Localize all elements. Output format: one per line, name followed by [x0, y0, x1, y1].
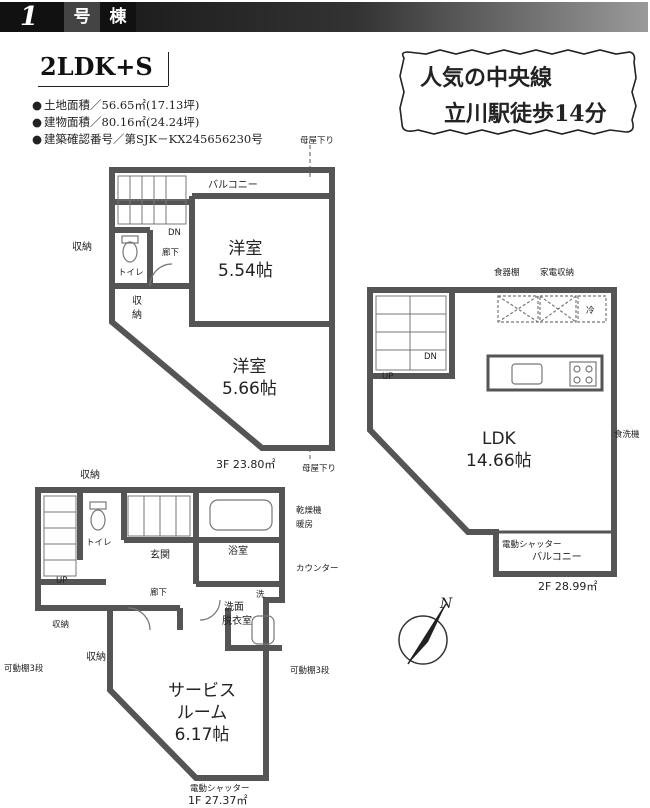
compass-icon — [398, 603, 448, 665]
cupboard — [497, 295, 539, 323]
spec-list: 土地面積／56.65㎡(17.13坪) 建物面積／80.16㎡(24.24坪) … — [32, 97, 263, 148]
1f-shelf-right-label: 可動棚3段 — [290, 666, 330, 676]
1f-outer-wall — [35, 487, 285, 781]
spec-building-area: 建物面積／80.16㎡(24.24坪) — [32, 114, 263, 131]
header-bar: 1 号 棟 — [0, 2, 648, 32]
3f-toilet-tank — [121, 235, 139, 244]
2f-area-label: 2F 28.99㎡ — [538, 580, 598, 593]
1f-shelf-left-label: 可動棚3段 — [4, 664, 44, 674]
1f-door-swing — [127, 607, 151, 631]
plan-type-underline — [38, 86, 168, 87]
compass-north-label: N — [440, 596, 453, 612]
wall-group — [35, 167, 617, 781]
washbasin — [251, 615, 275, 645]
1f-area-label: 1F 27.37㎡ — [188, 794, 248, 807]
1f-toilet-bowl — [90, 509, 106, 531]
1f-stairs-2 — [127, 495, 191, 537]
2f-cupboard-label: 食器棚 — [494, 268, 520, 278]
stairs-group — [43, 175, 447, 577]
1f-storage-small-label: 収納 — [52, 620, 70, 630]
fridge-space — [577, 295, 607, 323]
1f-storage-top-label: 収納 — [80, 470, 100, 481]
2f-kitchen-counter — [486, 354, 604, 392]
2f-up-label: UP — [382, 372, 394, 382]
2f-balcony-label: バルコニー — [532, 552, 582, 563]
catch-line-1: 人気の中央線 — [420, 65, 553, 91]
1f-dressing-label: 洗面 — [224, 602, 244, 613]
building-number-suffix: 号 — [64, 2, 100, 32]
catch-line-2: 立川駅徒歩14分 — [444, 101, 607, 127]
3f-balcony-label: バルコニー — [208, 180, 258, 191]
building-number: 1 — [0, 2, 64, 32]
3f-dn-label: DN — [168, 228, 181, 238]
1f-interior-1 — [38, 490, 127, 585]
3f-area-label: 3F 23.80㎡ — [216, 458, 276, 471]
3f-door-swing — [149, 263, 173, 287]
3f-outer-wall — [109, 167, 335, 451]
2f-appliance-label: 家電収納 — [540, 268, 575, 278]
plan-type-bar — [168, 52, 169, 86]
building-label: 棟 — [100, 2, 136, 32]
3f-hall-label: 廊下 — [162, 248, 180, 258]
1f-interior-2 — [193, 490, 282, 587]
1f-toilet-label: トイレ — [86, 538, 112, 548]
3f-storage2b-label: 納 — [132, 310, 142, 321]
fixture-group — [89, 235, 607, 645]
1f-wash-label: 洗 — [256, 590, 265, 600]
2f-shutter-label: 電動シャッター — [502, 540, 562, 550]
spec-land-area: 土地面積／56.65㎡(17.13坪) — [32, 97, 263, 114]
1f-up-label: UP — [56, 576, 68, 586]
1f-hall-label: 廊下 — [150, 588, 168, 598]
1f-bath-label: 浴室 — [228, 546, 248, 557]
plan-type: 2LDK+S — [40, 52, 153, 81]
2f-fridge-label: 冷 — [586, 306, 595, 316]
3f-stairs — [117, 175, 187, 225]
kitchen-sink — [511, 363, 543, 385]
1f-dryer-label: 乾燥機 — [296, 506, 322, 516]
2f-stair-wall — [370, 290, 455, 379]
cooktop — [569, 361, 597, 387]
2f-dn-label: DN — [424, 352, 437, 362]
2f-outer-wall — [367, 287, 617, 577]
1f-heater-label: 暖房 — [296, 520, 314, 530]
1f-shutter-label: 電動シャッター — [190, 784, 250, 794]
3f-storage-label: 収納 — [72, 242, 92, 253]
3f-eaves-top-label: 母屋下り — [300, 136, 335, 146]
1f-dressing2-label: 脱衣室 — [222, 616, 252, 627]
3f-toilet-wall — [112, 227, 192, 289]
1f-entrance-label: 玄関 — [150, 550, 170, 561]
3f-eaves-bottom-label: 母屋下り — [302, 464, 337, 474]
3f-toilet-label: トイレ — [118, 268, 144, 278]
1f-counter-label: カウンター — [296, 564, 339, 574]
2f-dishwasher-label: 食洗機 — [614, 430, 640, 440]
1f-storage-left-label: 収納 — [86, 652, 106, 663]
1f-door-swing-2 — [199, 599, 221, 621]
bathtub — [209, 499, 273, 531]
3f-storage2-label: 収 — [132, 296, 142, 307]
appliance-storage — [539, 295, 577, 323]
1f-toilet-tank — [89, 501, 107, 510]
spec-permit-number: 建築確認番号／第SJK－KX245656230号 — [32, 131, 263, 148]
catch-badge-frame — [399, 49, 637, 135]
1f-interior-3 — [110, 605, 282, 651]
1f-stairs — [43, 495, 77, 577]
3f-room-a-wall — [189, 193, 332, 327]
2f-stairs — [375, 295, 447, 371]
3f-toilet-bowl — [122, 241, 138, 263]
